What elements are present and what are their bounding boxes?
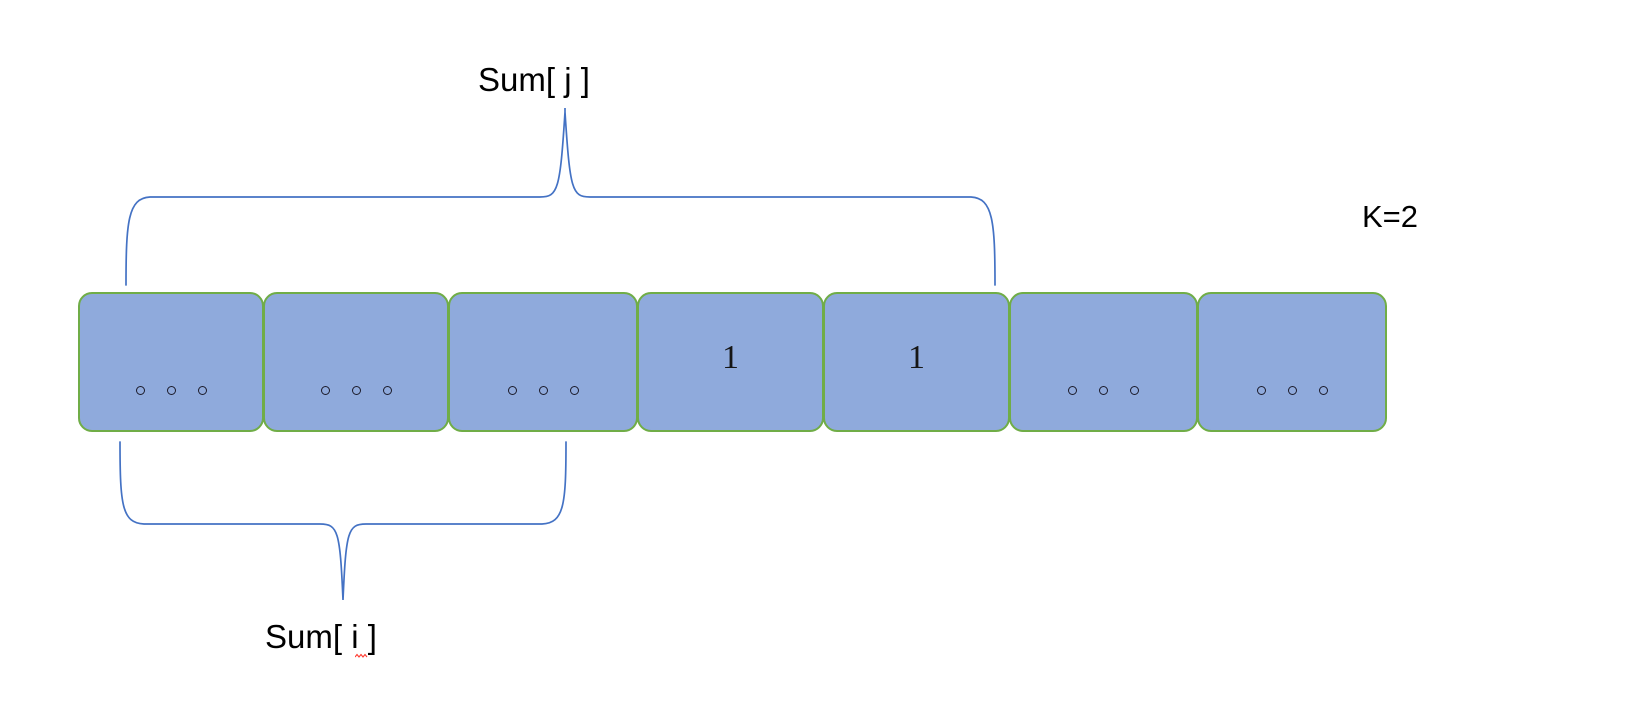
array-cell[interactable] xyxy=(263,292,449,432)
sum-i-label-text: Sum[ i ] xyxy=(265,618,377,655)
sum-j-label: Sum[ j ] xyxy=(478,61,590,98)
ellipsis-dots xyxy=(1256,385,1328,395)
dot-icon xyxy=(351,385,361,395)
sum-i-brace-path xyxy=(119,441,567,601)
ellipsis-dots xyxy=(1068,385,1139,395)
sum-i-label: Sum[ i ] xyxy=(265,618,377,658)
dot-icon xyxy=(135,385,145,395)
dot-icon xyxy=(1099,385,1108,395)
array-cell[interactable] xyxy=(1009,292,1198,432)
ellipsis-dots xyxy=(507,385,579,395)
dot-icon xyxy=(1130,385,1139,395)
dot-icon xyxy=(382,385,392,395)
array-cell[interactable] xyxy=(1197,292,1387,432)
dot-icon xyxy=(197,385,207,395)
dot-icon xyxy=(1287,385,1297,395)
array-row: 1 1 xyxy=(78,292,1387,432)
dot-icon xyxy=(320,385,330,395)
dot-icon xyxy=(1318,385,1328,395)
dot-icon xyxy=(538,385,548,395)
dot-icon xyxy=(166,385,176,395)
dot-icon xyxy=(507,385,517,395)
array-cell[interactable] xyxy=(448,292,638,432)
dot-icon xyxy=(569,385,579,395)
array-cell[interactable]: 1 xyxy=(637,292,824,432)
dot-icon xyxy=(1256,385,1266,395)
sum-j-brace-path xyxy=(125,111,996,286)
array-cell[interactable] xyxy=(78,292,264,432)
spellcheck-squiggle-icon xyxy=(355,653,368,658)
array-cell-value: 1 xyxy=(722,339,739,376)
k-value-label: K=2 xyxy=(1362,199,1419,234)
ellipsis-dots xyxy=(135,385,207,395)
array-cell[interactable]: 1 xyxy=(823,292,1010,432)
ellipsis-dots xyxy=(320,385,392,395)
array-cell-value: 1 xyxy=(908,339,925,376)
dot-icon xyxy=(1068,385,1077,395)
